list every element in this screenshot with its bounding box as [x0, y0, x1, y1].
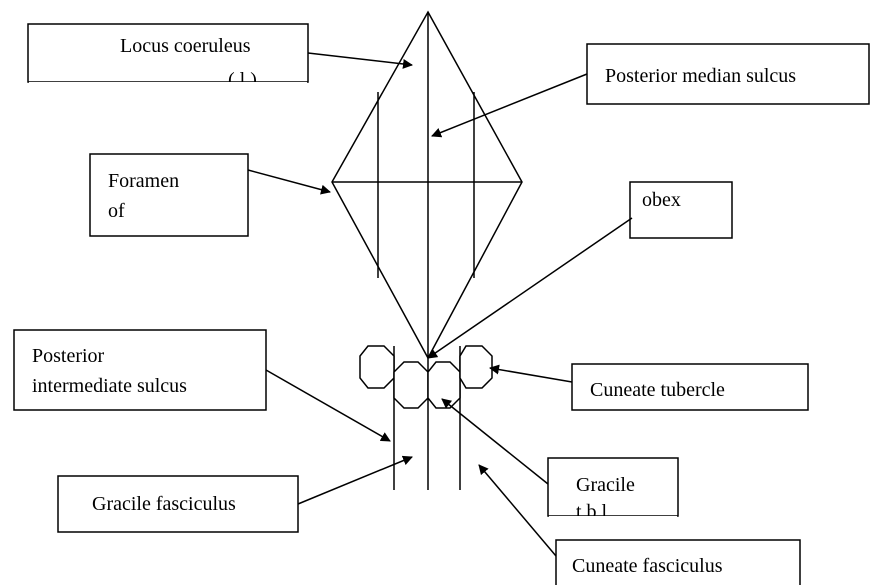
rhomboid-fossa-outline — [332, 12, 522, 358]
arrow-gracile-fasciculus — [298, 457, 412, 504]
arrow-cuneate-tubercle — [490, 368, 572, 382]
cuneate-tubercle-right-shape — [460, 346, 492, 388]
arrow-posterior-median-sulcus — [432, 74, 587, 136]
arrow-obex — [428, 218, 632, 358]
arrow-foramen — [248, 170, 330, 192]
gracile-tubercle-label: Gracile t b l — [548, 458, 678, 526]
cuneate-tubercle-label: Cuneate tubercle — [572, 364, 808, 410]
foramen-text-line2: of — [108, 200, 125, 222]
posterior-median-sulcus-label: Posterior median sulcus — [587, 44, 869, 104]
gracile-fasciculus-text: Gracile fasciculus — [92, 493, 236, 515]
obex-label: obex — [630, 182, 732, 238]
foramen-label: Foramen of — [90, 154, 248, 236]
posterior-intermediate-sulcus-label: Posterior intermediate sulcus — [14, 330, 266, 410]
cuneate-tubercle-text: Cuneate tubercle — [590, 379, 725, 401]
arrow-cuneate-fasciculus — [479, 465, 556, 556]
gracile-tubercle-left-shape — [394, 362, 428, 408]
foramen-text: Foramen — [108, 170, 179, 192]
locus-coeruleus-text: Locus coeruleus — [120, 35, 251, 57]
obex-text: obex — [642, 189, 681, 211]
locus-coeruleus-label: Locus coeruleus ( l ) — [28, 24, 308, 92]
posterior-intermediate-sulcus-text: Posterior — [32, 345, 105, 367]
arrow-gracile-tubercle — [442, 399, 548, 484]
gracile-tubercle-text: Gracile — [576, 474, 635, 496]
gracile-fasciculus-label: Gracile fasciculus — [58, 476, 298, 532]
cuneate-fasciculus-text: Cuneate fasciculus — [572, 555, 723, 577]
cuneate-tubercle-left-shape — [360, 346, 394, 388]
posterior-median-sulcus-text: Posterior median sulcus — [605, 65, 796, 87]
cuneate-fasciculus-label: Cuneate fasciculus — [556, 540, 800, 585]
arrow-locus-coeruleus — [308, 53, 412, 65]
posterior-intermediate-sulcus-text-line2: intermediate sulcus — [32, 375, 187, 397]
